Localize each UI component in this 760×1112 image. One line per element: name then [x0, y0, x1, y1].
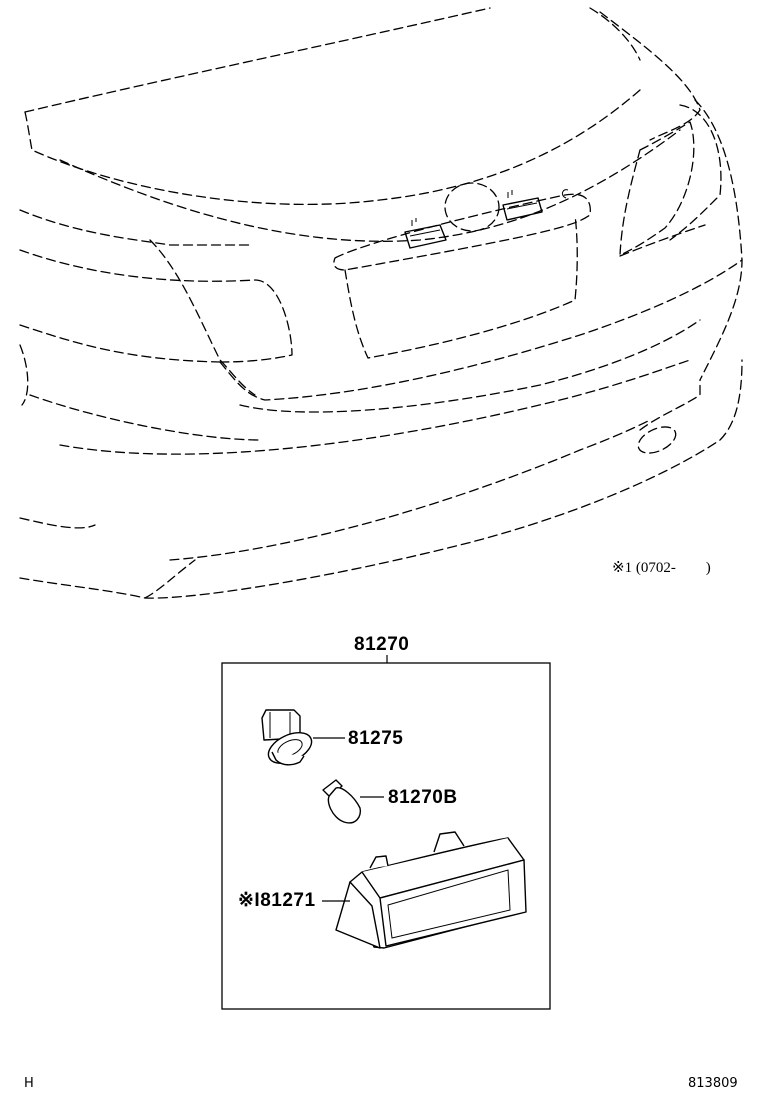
bottom-left-mark: H: [24, 1076, 34, 1091]
vehicle-rear-outline: [19, 7, 743, 599]
lens-illustration: [335, 831, 527, 949]
socket-illustration: [261, 709, 313, 766]
applicability-note: ※1 (0702- ): [612, 560, 711, 576]
assembly-box: [221, 662, 551, 1010]
part-number-lens: ※I81271: [238, 890, 316, 911]
part-number-socket: 81275: [348, 728, 404, 749]
figure-number: 813809: [688, 1076, 738, 1091]
bulb-illustration: [322, 779, 362, 824]
assembly-part-number: 81270: [354, 634, 410, 655]
part-number-bulb: 81270B: [388, 787, 458, 808]
